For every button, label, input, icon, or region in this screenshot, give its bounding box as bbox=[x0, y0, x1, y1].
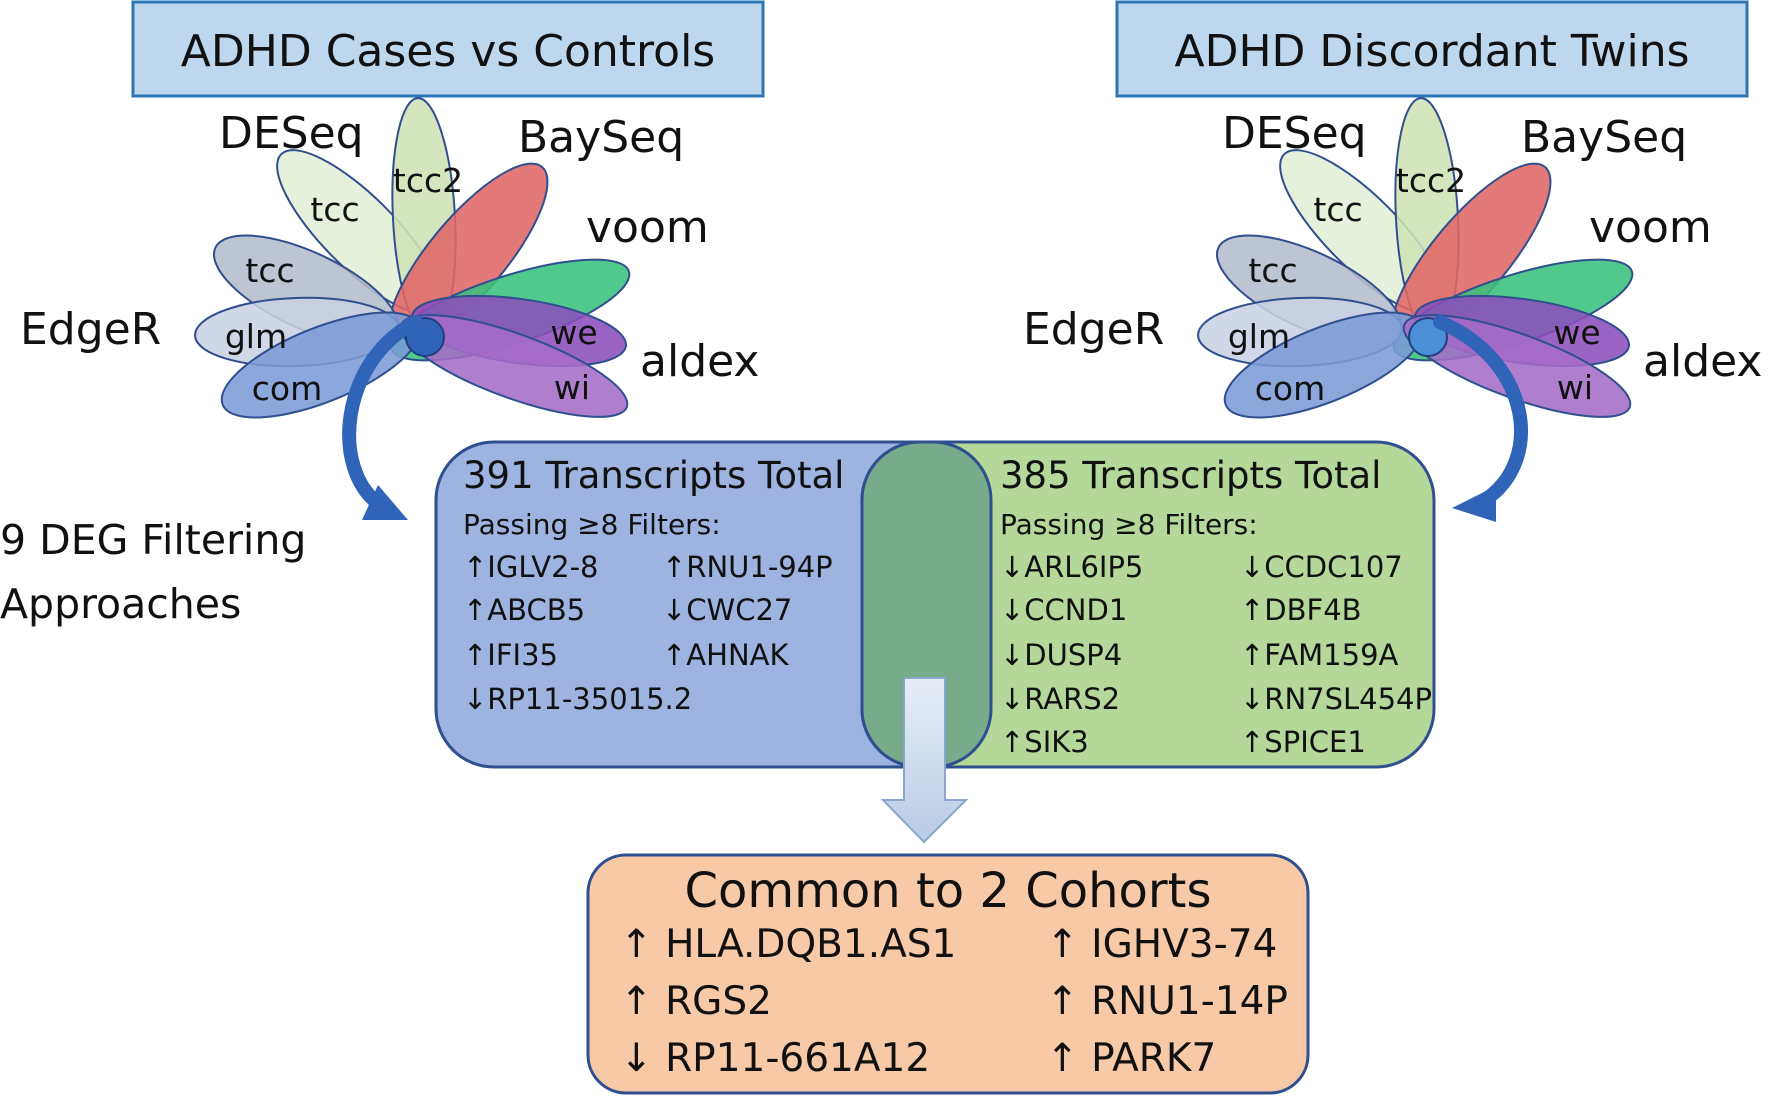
filtering-label-line2: Approaches bbox=[0, 580, 241, 628]
right-gene: ↓RN7SL454P bbox=[1240, 682, 1432, 716]
common-gene: ↑ RGS2 bbox=[620, 979, 772, 1024]
right-curved-arrow bbox=[1433, 315, 1528, 522]
right-petals bbox=[1197, 97, 1634, 419]
left-petal-label-wi: wi bbox=[554, 368, 590, 407]
left-petal-label-tcc2: tcc2 bbox=[393, 161, 463, 200]
right-petal-label-com: com bbox=[1255, 369, 1325, 408]
down-arrow bbox=[880, 677, 969, 844]
left-petals bbox=[194, 97, 631, 419]
left-petal-label-com: com bbox=[252, 369, 322, 408]
right-gene: ↑SPICE1 bbox=[1240, 725, 1366, 759]
left-method-flower: tcc2 tcc tcc glm com we wi DESeq BaySeq … bbox=[20, 97, 759, 419]
left-gene: ↓RP11-35015.2 bbox=[463, 682, 692, 716]
right-method-bayseq: BaySeq bbox=[1521, 112, 1687, 163]
right-petal-label-we: we bbox=[1553, 313, 1600, 352]
left-petal-label-tcc-edger: tcc bbox=[245, 251, 294, 290]
left-method-voom: voom bbox=[586, 202, 709, 253]
right-method-deseq: DESeq bbox=[1222, 108, 1367, 159]
common-gene: ↑ IGHV3-74 bbox=[1046, 922, 1277, 967]
right-petal-label-tcc-deseq: tcc bbox=[1313, 190, 1362, 229]
left-gene: ↑AHNAK bbox=[662, 638, 789, 672]
left-gene-list: ↑IGLV2-8 ↑RNU1-94P ↑ABCB5 ↓CWC27 ↑IFI35 … bbox=[463, 550, 833, 716]
left-gene: ↑IFI35 bbox=[463, 638, 558, 672]
common-box-title: Common to 2 Cohorts bbox=[685, 863, 1212, 919]
common-gene: ↑ PARK7 bbox=[1046, 1036, 1216, 1081]
left-method-edger: EdgeR bbox=[20, 304, 161, 355]
right-box-subtitle: Passing ≥8 Filters: bbox=[1000, 508, 1258, 541]
left-gene: ↓CWC27 bbox=[662, 593, 792, 627]
right-method-edger: EdgeR bbox=[1023, 304, 1164, 355]
left-gene: ↑IGLV2-8 bbox=[463, 550, 599, 584]
common-gene-list: ↑ HLA.DQB1.AS1 ↑ IGHV3-74 ↑ RGS2 ↑ RNU1-… bbox=[620, 922, 1288, 1081]
left-method-aldex: aldex bbox=[640, 336, 759, 387]
left-title-box bbox=[131, 0, 765, 98]
left-cohort-title: ADHD Cases vs Controls bbox=[181, 26, 715, 77]
left-box-subtitle: Passing ≥8 Filters: bbox=[463, 508, 721, 541]
right-gene: ↓DUSP4 bbox=[1000, 638, 1122, 672]
right-gene-list: ↓ARL6IP5 ↓CCDC107 ↓CCND1 ↑DBF4B ↓DUSP4 ↑… bbox=[1000, 550, 1432, 759]
left-petal-label-we: we bbox=[550, 313, 597, 352]
left-box-title: 391 Transcripts Total bbox=[463, 454, 844, 497]
common-gene: ↑ HLA.DQB1.AS1 bbox=[620, 922, 956, 967]
left-gene: ↑ABCB5 bbox=[463, 593, 585, 627]
common-gene: ↓ RP11-661A12 bbox=[620, 1036, 930, 1081]
right-petal-label-wi: wi bbox=[1557, 368, 1593, 407]
left-curved-arrow bbox=[342, 315, 423, 520]
left-gene: ↑RNU1-94P bbox=[662, 550, 833, 584]
right-gene: ↓CCND1 bbox=[1000, 593, 1127, 627]
filtering-label-line1: 9 DEG Filtering bbox=[0, 516, 306, 564]
right-method-voom: voom bbox=[1589, 202, 1712, 253]
right-petal-label-tcc-edger: tcc bbox=[1248, 251, 1297, 290]
right-petal-label-glm: glm bbox=[1228, 317, 1290, 356]
right-gene: ↓CCDC107 bbox=[1240, 550, 1403, 584]
right-cohort-title: ADHD Discordant Twins bbox=[1174, 26, 1689, 77]
right-title-box bbox=[1115, 0, 1749, 98]
right-gene: ↑FAM159A bbox=[1240, 638, 1399, 672]
left-petal-label-tcc-deseq: tcc bbox=[310, 190, 359, 229]
right-gene: ↑DBF4B bbox=[1240, 593, 1362, 627]
right-gene: ↓RARS2 bbox=[1000, 682, 1120, 716]
common-gene: ↑ RNU1-14P bbox=[1046, 979, 1288, 1024]
right-method-aldex: aldex bbox=[1643, 336, 1762, 387]
left-method-bayseq: BaySeq bbox=[518, 112, 684, 163]
common-box bbox=[586, 853, 1310, 1095]
right-petal-label-tcc2: tcc2 bbox=[1396, 161, 1466, 200]
left-petal-label-glm: glm bbox=[225, 317, 287, 356]
right-gene: ↑SIK3 bbox=[1000, 725, 1089, 759]
right-method-flower: tcc2 tcc tcc glm com we wi DESeq BaySeq … bbox=[1023, 97, 1762, 419]
right-box-title: 385 Transcripts Total bbox=[1000, 454, 1381, 497]
left-method-deseq: DESeq bbox=[219, 108, 364, 159]
right-gene: ↓ARL6IP5 bbox=[1000, 550, 1143, 584]
